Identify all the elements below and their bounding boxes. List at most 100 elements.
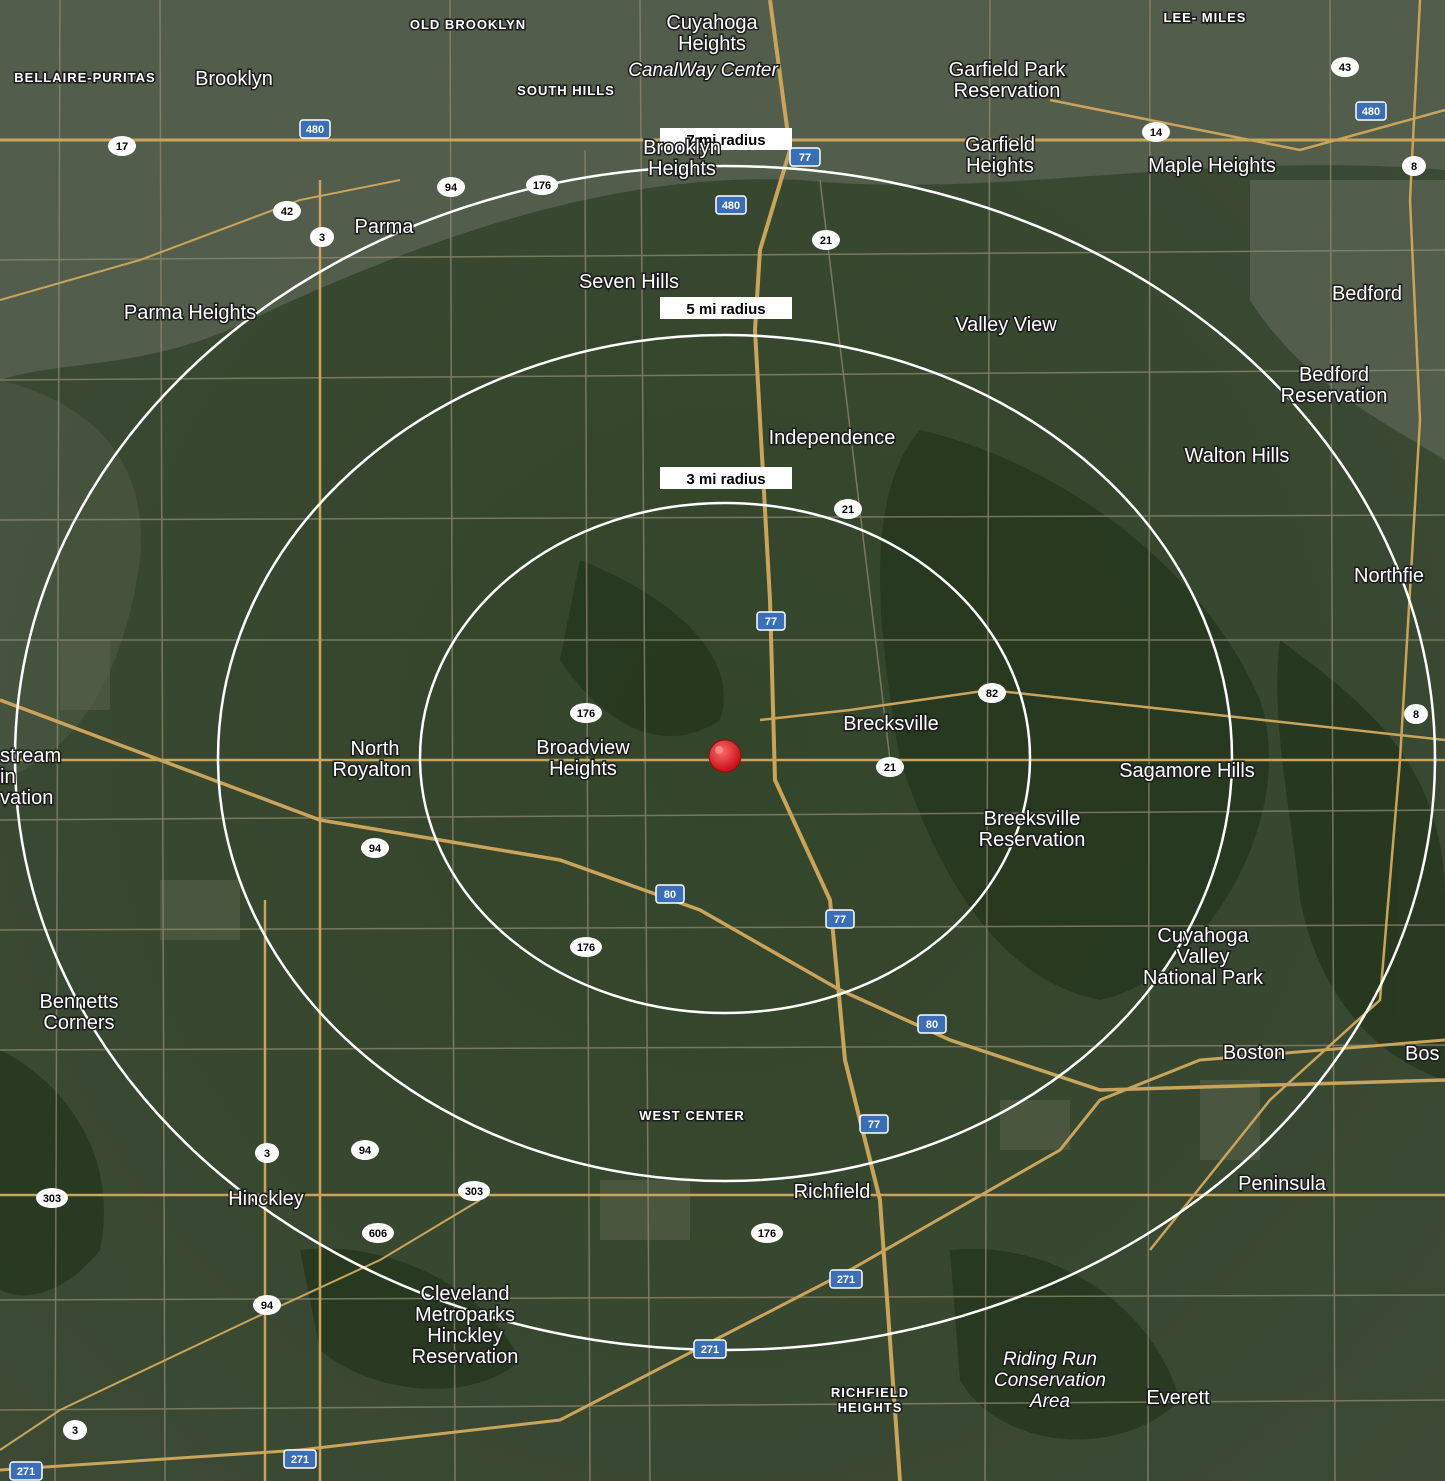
- svg-text:3: 3: [264, 1148, 270, 1160]
- svg-text:3: 3: [319, 232, 325, 244]
- shield-8-a: 8: [1404, 704, 1428, 724]
- place-parma: Parma: [355, 216, 415, 238]
- place-broadview-2: Heights: [549, 758, 617, 780]
- place-riding-run-3: Area: [1029, 1391, 1070, 1412]
- place-north-royalton-1: North: [351, 738, 400, 760]
- radius-label-3-text: 3 mi radius: [686, 471, 765, 488]
- place-riding-run-1: Riding Run: [1003, 1349, 1097, 1370]
- place-riding-run-2: Conservation: [994, 1370, 1106, 1391]
- place-hinckley-res-2: Metroparks: [415, 1304, 515, 1326]
- place-bennetts-1: Bennetts: [40, 991, 119, 1013]
- shield-i271-d: 271: [9, 1461, 43, 1481]
- shield-94-a: 94: [437, 177, 465, 197]
- shield-i77-a: 77: [789, 147, 821, 167]
- shield-14: 14: [1142, 122, 1170, 142]
- svg-text:42: 42: [281, 206, 293, 218]
- place-old-brooklyn: OLD BROOKLYN: [410, 17, 526, 32]
- place-north-royalton-2: Royalton: [333, 759, 412, 781]
- place-sagamore-hills: Sagamore Hills: [1119, 760, 1255, 782]
- route-shields: 480 77 480 480 77 80 77 80 77 271 271 27…: [9, 57, 1428, 1481]
- place-cuyahoga-heights-2: Heights: [678, 33, 746, 55]
- svg-text:303: 303: [465, 1186, 483, 1198]
- ring-5mi: [216, 333, 1234, 1183]
- shield-21-b: 21: [834, 499, 862, 519]
- shield-3-c: 3: [63, 1420, 87, 1440]
- svg-text:176: 176: [758, 1228, 776, 1240]
- place-maple-heights: Maple Heights: [1148, 155, 1276, 177]
- place-hinckley-res-3: Hinckley: [427, 1325, 503, 1347]
- shield-21-c: 21: [876, 757, 904, 777]
- svg-text:77: 77: [765, 616, 777, 628]
- place-labels: Cuyahoga Heights Brooklyn Garfield Park …: [0, 9, 1441, 1417]
- place-stream-2: in: [0, 766, 16, 788]
- shield-303-a: 303: [36, 1188, 68, 1208]
- svg-text:3: 3: [72, 1425, 78, 1437]
- svg-text:303: 303: [43, 1193, 61, 1205]
- svg-text:94: 94: [369, 843, 382, 855]
- shield-i80-a: 80: [655, 884, 685, 904]
- shield-i80-b: 80: [917, 1014, 947, 1034]
- shield-176-a: 176: [526, 175, 558, 195]
- svg-text:480: 480: [722, 200, 740, 212]
- place-richfield-heights-1: RICHFIELD: [831, 1385, 909, 1400]
- shield-8-b: 8: [1402, 156, 1426, 176]
- shield-i77-c: 77: [825, 909, 855, 929]
- place-walton-hills: Walton Hills: [1185, 445, 1290, 467]
- shield-43: 43: [1331, 57, 1359, 77]
- place-brecksville-res-2: Reservation: [979, 829, 1086, 851]
- location-pin-icon[interactable]: [708, 739, 742, 773]
- svg-text:77: 77: [834, 914, 846, 926]
- place-seven-hills: Seven Hills: [579, 271, 679, 293]
- svg-text:43: 43: [1339, 62, 1351, 74]
- place-bedford: Bedford: [1332, 283, 1402, 305]
- place-brooklyn-heights-1: Brooklyn: [643, 137, 721, 159]
- svg-text:94: 94: [359, 1145, 372, 1157]
- ring-3mi: [418, 501, 1032, 1015]
- svg-text:8: 8: [1413, 709, 1419, 721]
- place-bedford-res-1: Bedford: [1299, 364, 1369, 386]
- svg-text:271: 271: [17, 1466, 35, 1478]
- radius-label-7-text: 7 mi radius: [686, 132, 765, 149]
- shield-i271-c: 271: [283, 1449, 317, 1469]
- svg-text:271: 271: [291, 1454, 309, 1466]
- shield-i77-b: 77: [756, 611, 786, 631]
- place-cuyahoga-valley-1: Cuyahoga: [1157, 925, 1249, 947]
- place-bellaire-puritas: BELLAIRE-PURITAS: [14, 70, 155, 85]
- svg-text:82: 82: [986, 688, 998, 700]
- place-valley-view: Valley View: [955, 314, 1057, 336]
- place-brooklyn: Brooklyn: [195, 68, 273, 90]
- shield-303-b: 303: [458, 1181, 490, 1201]
- place-west-center: WEST CENTER: [639, 1108, 745, 1123]
- place-independence: Independence: [769, 427, 896, 449]
- place-south-hills: SOUTH HILLS: [517, 83, 615, 98]
- shield-i480-a: 480: [299, 119, 331, 139]
- shield-42: 42: [273, 201, 301, 221]
- svg-text:17: 17: [116, 141, 128, 153]
- forest-areas: [0, 430, 1445, 1440]
- place-cuyahoga-valley-3: National Park: [1143, 967, 1264, 989]
- shield-3-b: 3: [255, 1143, 279, 1163]
- place-hinckley-res-1: Cleveland: [421, 1283, 510, 1305]
- place-stream-3: vation: [0, 787, 53, 809]
- place-garfield-heights-1: Garfield: [965, 134, 1035, 156]
- shield-94-b: 94: [361, 838, 389, 858]
- shield-21-a: 21: [812, 230, 840, 250]
- place-bennetts-2: Corners: [43, 1012, 114, 1034]
- place-brecksville-res-1: Breeksville: [984, 808, 1081, 830]
- shield-176-d: 176: [751, 1223, 783, 1243]
- svg-text:176: 176: [533, 180, 551, 192]
- shield-82: 82: [978, 683, 1006, 703]
- svg-text:176: 176: [577, 708, 595, 720]
- place-peninsula: Peninsula: [1238, 1173, 1327, 1195]
- svg-text:21: 21: [884, 762, 896, 774]
- svg-text:21: 21: [820, 235, 832, 247]
- place-parma-heights: Parma Heights: [124, 302, 256, 324]
- place-garfield-park-1: Garfield Park: [949, 59, 1067, 81]
- place-boston: Boston: [1223, 1042, 1285, 1064]
- shield-17: 17: [108, 136, 136, 156]
- place-stream-1: stream: [0, 745, 61, 767]
- shield-176-c: 176: [570, 937, 602, 957]
